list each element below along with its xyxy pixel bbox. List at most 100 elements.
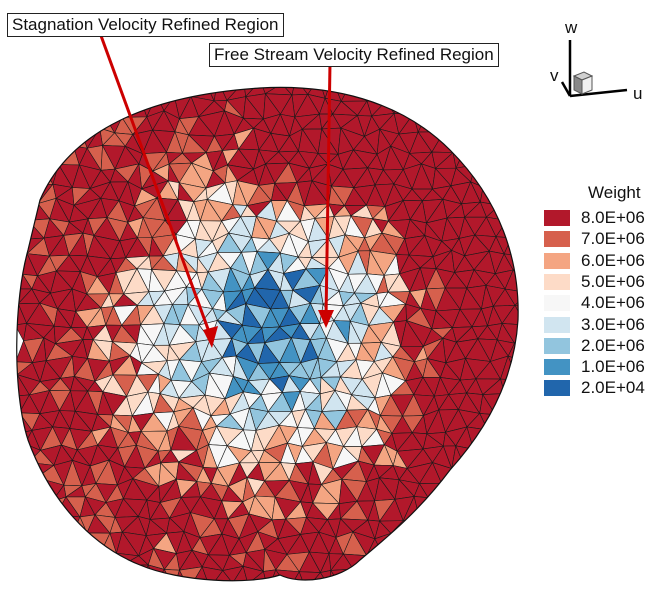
mesh-cell [28,516,50,538]
mesh-cell [548,464,562,482]
mesh-cell [526,532,541,553]
mesh-cell [492,111,519,138]
mesh-cell [87,565,109,581]
mesh-cell [74,554,101,567]
mesh-cell [484,495,509,516]
mesh-cell [24,164,43,186]
mesh-cell [34,166,54,186]
mesh-cell [517,135,519,153]
mesh-cell [461,548,481,569]
mesh-cell [291,87,309,96]
mesh-cell [93,572,117,581]
mesh-cell [444,567,473,581]
mesh-cell [510,237,519,257]
mesh-cell [538,536,555,552]
mesh-cell [388,568,414,581]
mesh-cell [527,552,548,572]
mesh-cell [98,552,117,574]
mesh-cell [22,549,44,571]
mesh-cell [489,129,511,154]
mesh-cell [441,479,457,501]
mesh-cell [459,117,478,136]
mesh-cell [20,118,43,134]
mesh-cell [529,415,547,432]
mesh-cell [500,425,514,453]
legend-label: 8.0E+06 [581,208,645,227]
mesh-cell [412,94,428,115]
mesh-cell [503,237,519,257]
mesh-cell [24,150,43,168]
mesh-cell [472,448,502,465]
mesh-cell [526,136,544,152]
mesh-cell [548,450,562,468]
mesh-cell [555,537,570,554]
mesh-cell [506,94,519,116]
mesh-cell [406,87,432,96]
mesh-cell [464,146,491,166]
mesh-cell [390,532,416,549]
mesh-cell [515,414,519,430]
mesh-cell [547,413,565,432]
mesh-cell [418,515,445,534]
mesh-cell [530,497,551,519]
mesh-cell [436,555,463,572]
mesh-cell [434,570,447,581]
mesh-cell [551,446,575,464]
mesh-cell [423,571,437,581]
mesh-cell [506,199,519,223]
mesh-cell [494,414,517,427]
mesh-cell [527,222,544,240]
mesh-cell [22,529,44,556]
mesh-cell [19,94,43,120]
mesh-cell [527,362,540,381]
mesh-cell [500,446,514,469]
mesh-cell [546,112,562,129]
mesh-cell [501,323,519,344]
mesh-cell [533,78,550,101]
mesh-cell [497,94,519,113]
mesh-cell [548,566,559,587]
mesh-cell [489,552,503,574]
mesh-boundary [16,86,519,582]
mesh-cell [367,554,390,574]
mesh-cell [487,414,509,431]
mesh-cell [424,531,438,557]
mesh-cell [62,87,83,100]
mesh-cell [403,87,417,96]
mesh-cell [455,146,476,169]
legend-swatch [544,359,570,376]
mesh-cell [548,552,559,572]
triad-u-axis [569,88,628,98]
legend-label: 3.0E+06 [581,314,645,334]
mesh-cell [98,97,118,117]
mesh-cell [385,87,405,102]
mesh-cell [535,479,554,496]
mesh-cell [544,167,559,182]
mesh-cell [519,516,530,532]
mesh-cell [459,517,482,539]
mesh-cell [542,519,560,537]
mesh-cell [551,513,570,537]
mesh-cell [535,468,554,481]
mesh-cell [527,198,544,223]
free-stream-region-label: Free Stream Velocity Refined Region [209,43,499,67]
mesh-cell [98,87,118,100]
mesh-cell [46,116,71,133]
mesh-cell [503,466,519,484]
mesh-cell [72,565,88,581]
mesh-cell [484,478,509,498]
mesh-cell [517,361,519,381]
mesh-cell [492,478,512,497]
mesh-cell [367,568,390,581]
mesh-cell [514,340,519,364]
mesh-cell [498,199,512,222]
mesh-cell [163,569,180,581]
mesh-cell [547,430,565,449]
mesh-cell [554,181,573,205]
mesh-cell [435,92,460,121]
mesh-cell [496,152,519,169]
mesh-cell [489,463,506,480]
mesh-cell [393,94,414,115]
mesh-cell [487,513,508,537]
